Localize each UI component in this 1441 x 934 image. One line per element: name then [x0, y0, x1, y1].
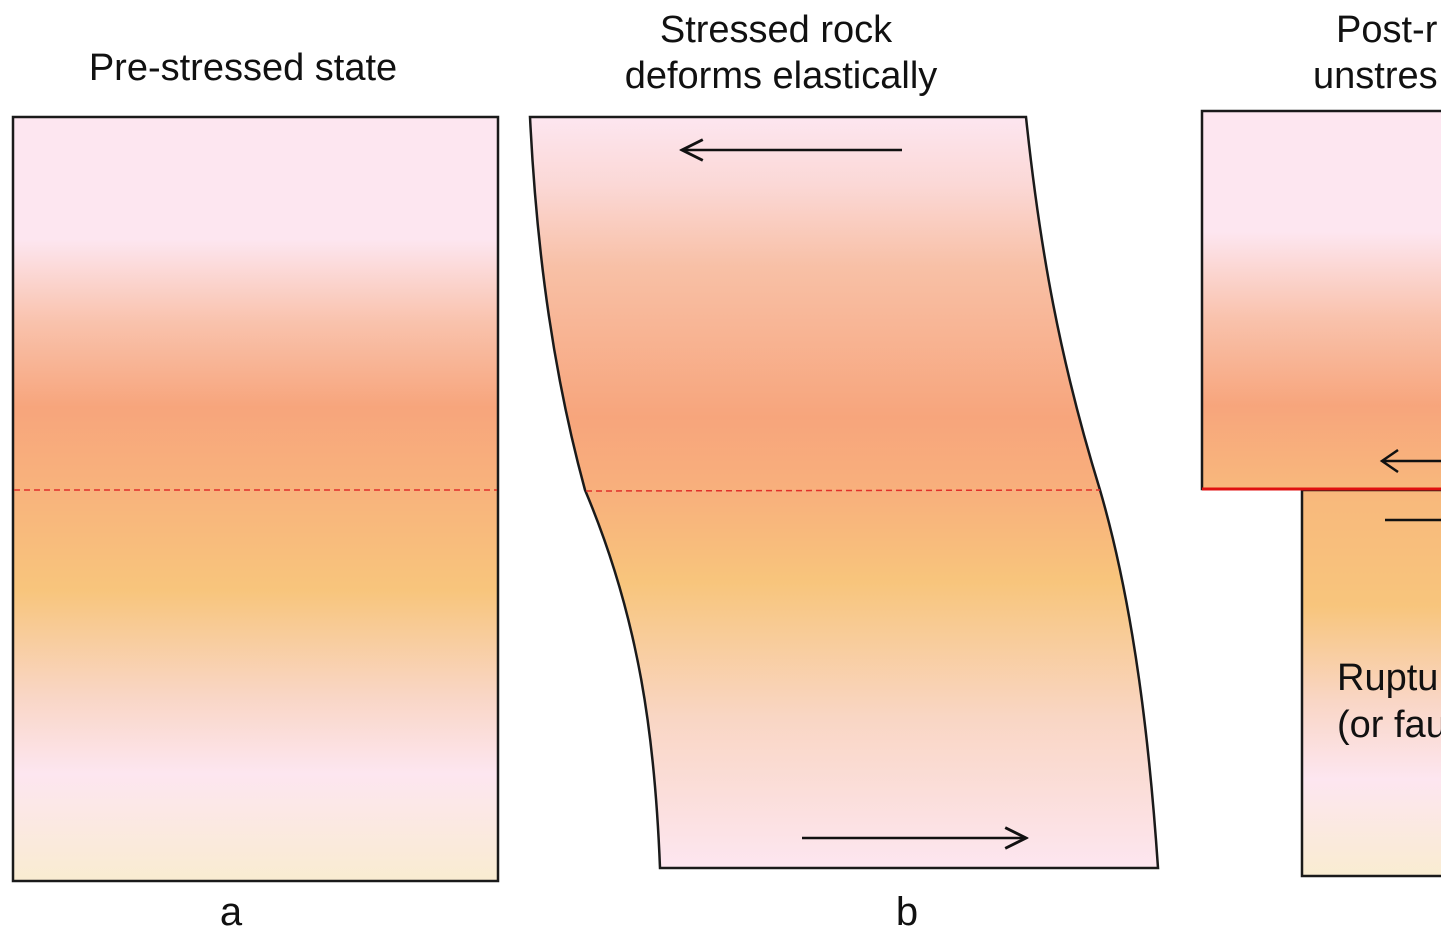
- panel-b-title-line-2: deforms elastically: [625, 55, 938, 97]
- panel-b-fault-line: [585, 489, 1101, 492]
- panel-c-body-line-2: (or fau: [1337, 704, 1441, 746]
- panel-c-title-line-2: unstres: [1313, 55, 1438, 97]
- panel-a-title: Pre-stressed state: [89, 47, 397, 89]
- panel-a-rock-block: [11, 115, 500, 883]
- panel-c-title-line-1: Post-r: [1336, 9, 1438, 51]
- panel-b-title-line-1: Stressed rock: [660, 9, 893, 51]
- panel-c-body-line-1: Ruptu: [1337, 657, 1438, 699]
- panel-c-upper-block: [1200, 109, 1441, 491]
- panel-a-letter: a: [220, 890, 243, 929]
- panel-b: Stressed rock deforms elastically b: [528, 9, 1160, 934]
- panel-c: Post-r unstres Ruptu (or fau: [1200, 9, 1441, 878]
- panel-b-deformed-rock-block: [528, 115, 1160, 870]
- panel-a: Pre-stressed state a: [11, 47, 500, 934]
- panel-b-letter: b: [896, 890, 918, 929]
- panel-c-left-arrow-icon: [1379, 448, 1441, 474]
